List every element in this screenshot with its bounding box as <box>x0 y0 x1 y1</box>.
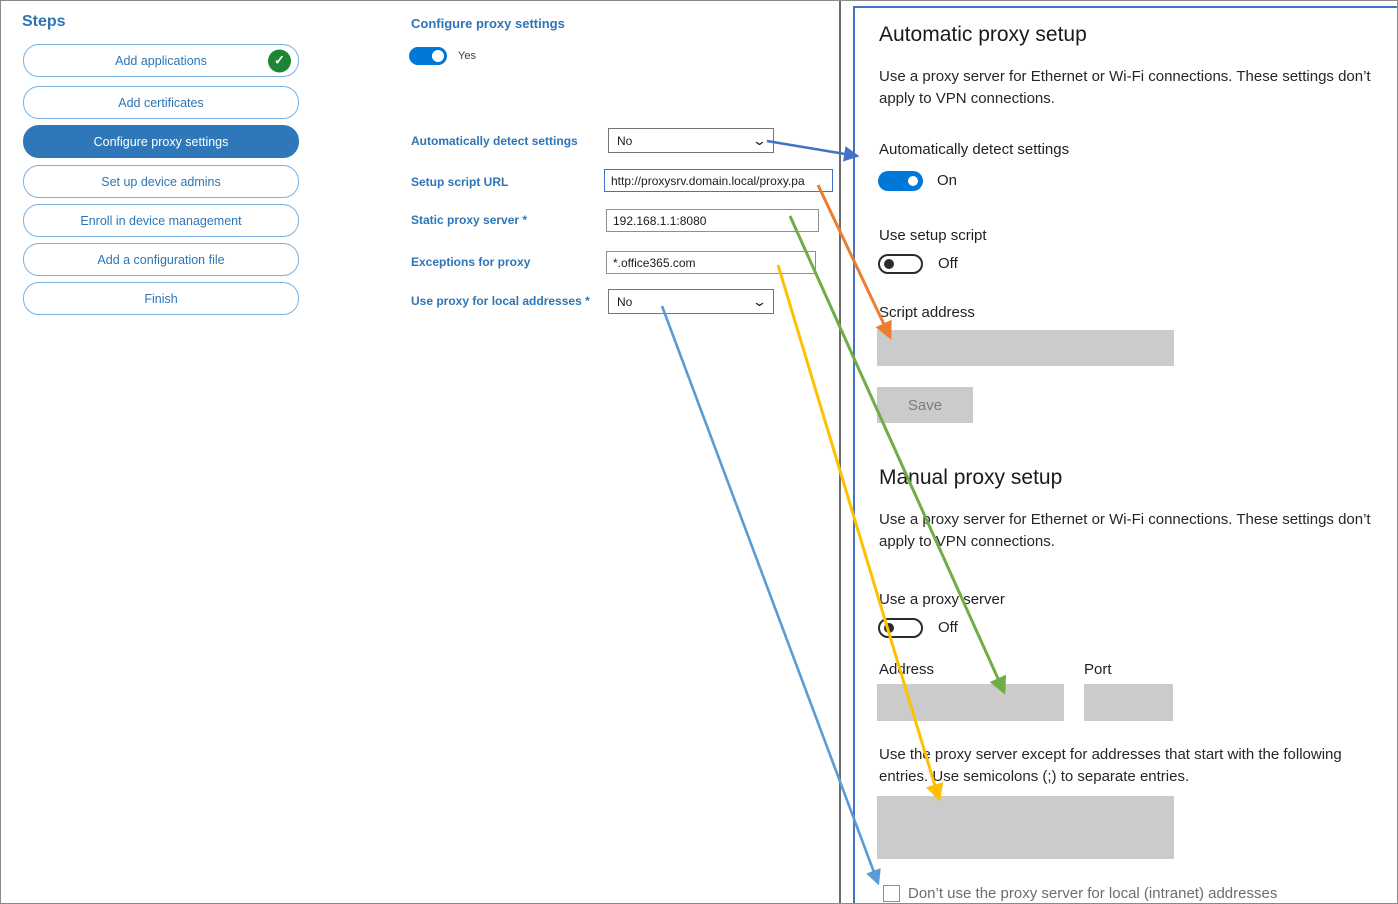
automatic-proxy-setup-heading: Automatic proxy setup <box>879 23 1087 46</box>
proxy-server-toggle-state: Off <box>938 619 958 636</box>
automatic-detect-toggle[interactable] <box>878 171 923 191</box>
automatically-detect-settings-label: Automatically detect settings <box>411 134 578 148</box>
steps-title: Steps <box>22 13 66 30</box>
address-label: Address <box>879 661 935 678</box>
chevron-down-icon: ⌄ <box>751 294 768 309</box>
step-label: Add applications <box>115 53 207 68</box>
exceptions-for-proxy-label: Exceptions for proxy <box>411 255 531 269</box>
save-button[interactable]: Save <box>877 387 973 423</box>
configure-proxy-settings-title: Configure proxy settings <box>411 16 565 31</box>
toggle-knob <box>884 259 894 269</box>
configure-proxy-toggle[interactable] <box>409 47 447 65</box>
automatic-detect-toggle-state: On <box>937 172 958 189</box>
toggle-knob <box>432 50 444 62</box>
static-proxy-server-input[interactable] <box>606 209 819 232</box>
arrow-detect-settings <box>766 139 860 162</box>
check-icon: ✓ <box>268 49 291 72</box>
toggle-knob <box>908 176 918 186</box>
step-label: Configure proxy settings <box>93 134 229 149</box>
chevron-down-icon: ⌄ <box>751 133 768 148</box>
arrow-local-addresses <box>660 305 881 886</box>
use-setup-script-label: Use setup script <box>879 227 987 244</box>
step-set-up-device-admins[interactable]: Set up device admins <box>23 165 299 198</box>
setup-script-url-input[interactable] <box>604 169 833 192</box>
local-intranet-checkbox[interactable] <box>883 885 900 902</box>
step-enroll-device-management[interactable]: Enroll in device management <box>23 204 299 237</box>
dropdown-value: No <box>617 133 633 148</box>
port-label: Port <box>1084 661 1112 678</box>
step-add-applications[interactable]: Add applications ✓ <box>23 44 299 77</box>
manual-proxy-description: Use a proxy server for Ethernet or Wi-Fi… <box>879 511 1371 550</box>
static-proxy-server-label: Static proxy server * <box>411 213 528 227</box>
use-a-proxy-server-label: Use a proxy server <box>879 591 1005 608</box>
use-proxy-local-dropdown[interactable]: No ⌄ <box>608 289 774 314</box>
proxy-server-toggle[interactable] <box>878 618 923 638</box>
step-label: Set up device admins <box>101 174 221 189</box>
proxy-exceptions-description: Use the proxy server except for addresse… <box>879 746 1342 785</box>
setup-script-toggle[interactable] <box>878 254 923 274</box>
setup-script-toggle-state: Off <box>938 255 958 272</box>
local-intranet-checkbox-label: Don’t use the proxy server for local (in… <box>908 885 1278 902</box>
automatically-detect-settings-setting-label: Automatically detect settings <box>879 141 1070 158</box>
toggle-knob <box>884 623 894 633</box>
manual-port-field[interactable] <box>1084 684 1173 721</box>
vertical-divider <box>839 1 841 903</box>
use-proxy-local-label: Use proxy for local addresses * <box>411 294 590 308</box>
step-label: Add certificates <box>118 95 204 110</box>
script-address-field[interactable] <box>877 330 1174 366</box>
configure-proxy-toggle-state: Yes <box>458 50 476 62</box>
step-finish[interactable]: Finish <box>23 282 299 315</box>
step-label: Enroll in device management <box>80 213 242 228</box>
script-address-label: Script address <box>879 304 975 321</box>
step-label: Add a configuration file <box>97 252 225 267</box>
manual-address-field[interactable] <box>877 684 1064 721</box>
manual-proxy-setup-heading: Manual proxy setup <box>879 466 1063 489</box>
step-label: Finish <box>144 291 178 306</box>
dropdown-value: No <box>617 294 633 309</box>
setup-script-url-label: Setup script URL <box>411 175 509 189</box>
automatically-detect-settings-dropdown[interactable]: No ⌄ <box>608 128 774 153</box>
step-add-certificates[interactable]: Add certificates <box>23 86 299 119</box>
manual-exceptions-field[interactable] <box>877 796 1174 859</box>
step-configure-proxy-settings[interactable]: Configure proxy settings <box>23 125 299 158</box>
exceptions-for-proxy-input[interactable] <box>606 251 816 274</box>
step-add-configuration-file[interactable]: Add a configuration file <box>23 243 299 276</box>
automatic-proxy-description: Use a proxy server for Ethernet or Wi-Fi… <box>879 68 1371 107</box>
